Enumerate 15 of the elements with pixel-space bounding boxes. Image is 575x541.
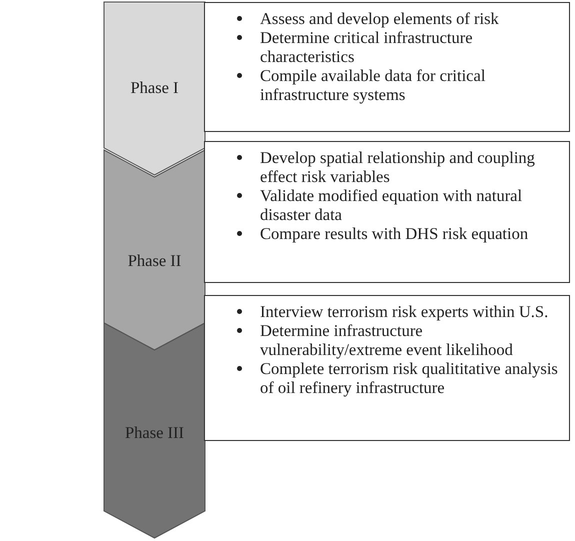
bullet-list-box: [204, 2, 570, 132]
bullet-text: Validate modified equation with natural disaster data: [260, 186, 522, 224]
bullet-text: Complete terrorism risk qualititative analysis of oil refinery infrastructure: [260, 359, 558, 397]
phase-label: Phase II: [126, 251, 182, 271]
bullet-text: Develop spatial relationship and coupling effect risk variables: [260, 148, 535, 186]
bullet-text: Determine critical infrastructure characteristics: [260, 28, 473, 66]
phase-label: Phase III: [124, 423, 186, 443]
bullet-text: Determine infrastructure vulnerability/extreme event likelihood: [260, 321, 513, 359]
bullet-text: Interview terrorism risk experts within U.S.: [260, 302, 548, 321]
bullet-list-box: [204, 141, 570, 283]
bullet-text: Compile available data for critical infrastructure systems: [260, 66, 486, 104]
bullet-list-box: [204, 295, 570, 441]
bullet-text: Compare results with DHS risk equation: [260, 224, 528, 243]
phase-label: Phase I: [129, 78, 180, 98]
bullet-text: Assess and develop elements of risk: [260, 9, 499, 28]
